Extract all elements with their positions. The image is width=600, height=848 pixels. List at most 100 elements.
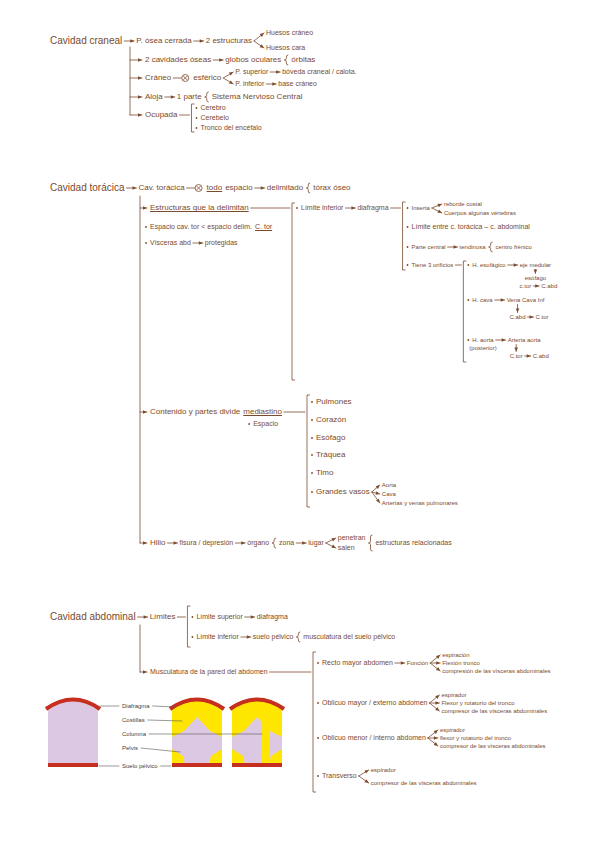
curly-brace — [489, 242, 493, 252]
concept-text: diafragma — [257, 613, 288, 621]
concept-text: P. superior — [235, 68, 268, 76]
concept-text: C.abd — [533, 353, 549, 360]
arrow-head — [530, 315, 534, 319]
arrow-head — [138, 95, 142, 99]
arrow-head — [276, 70, 280, 74]
arrow-line — [284, 412, 305, 413]
concept-text: 2 cavidades óseas — [145, 55, 211, 64]
concept-text: protegidas — [205, 239, 238, 247]
bullet-dot — [407, 264, 409, 266]
concept-text: Cav. torácica — [138, 183, 184, 192]
bullet-dot — [467, 339, 469, 341]
arrow-line — [391, 208, 401, 209]
concept-text: eje medular — [520, 262, 551, 269]
bullet-dot — [145, 242, 147, 244]
bone-wall — [232, 700, 282, 765]
list-bracket — [403, 202, 406, 270]
concept-text: musculatura del suelo pélvico — [303, 633, 395, 641]
concept-text: Límites — [150, 612, 176, 621]
arrow-head — [514, 348, 518, 352]
arrow-line — [251, 208, 290, 209]
arrow-head — [260, 44, 264, 48]
concept-text: todo — [207, 183, 223, 192]
arrow-head — [438, 210, 442, 213]
concept-text: Límite inferior — [196, 633, 238, 641]
concept-text: Límite superior — [196, 613, 242, 621]
concept-text: suelo pélvico — [253, 633, 293, 641]
concept-text: Espacio cav. tor < espacio delim. — [150, 223, 252, 231]
arrow-head — [144, 615, 148, 619]
concept-text: esófago — [525, 275, 546, 282]
arrow-head — [514, 263, 518, 267]
arrow-head — [535, 284, 539, 288]
concept-text: Corazón — [316, 415, 346, 424]
not-symbol — [195, 185, 202, 192]
concept-text: Tráquea — [316, 450, 346, 459]
not-symbol — [182, 75, 189, 82]
concept-text: C.abd — [541, 283, 557, 290]
arrow-head — [138, 113, 142, 117]
arrow-head — [143, 410, 147, 414]
concept-text: diafragma — [357, 204, 388, 212]
arrow-line — [254, 41, 264, 48]
concept-text: Vena Cava Inf — [507, 297, 545, 304]
curly-brace — [306, 183, 310, 193]
diaphragm — [170, 700, 224, 710]
concept-text: Inserta — [412, 205, 430, 212]
arrow-head — [247, 635, 251, 639]
arrow-line — [187, 188, 195, 189]
arrow-head — [436, 667, 440, 671]
concept-text: Flexor y rotatorio del tronco — [441, 700, 514, 707]
arrow-head — [251, 615, 255, 619]
arrow-head — [200, 39, 204, 43]
arrow-head — [435, 701, 439, 705]
bullet-dot — [311, 454, 313, 456]
concept-text: compresión de las vísceras abdominales — [442, 668, 550, 675]
concept-text: C.tor — [536, 314, 549, 321]
bullet-dot — [317, 775, 319, 777]
concept-text: Oblicuo menor / interno abdomen — [322, 734, 426, 742]
arrow-line — [429, 703, 439, 711]
concept-text: flexor y rotatorio del tronco — [440, 735, 511, 742]
concept-text: Parte central — [412, 244, 446, 251]
concept-text: P. inferior — [235, 80, 264, 88]
concept-text: H. esofágico — [472, 262, 505, 269]
arrow-head — [302, 541, 306, 545]
arrow-line — [455, 265, 461, 266]
arrow-head — [434, 730, 438, 734]
figure-label: Columna — [122, 731, 146, 738]
arrow-head — [229, 80, 233, 84]
concept-text: Timo — [316, 468, 333, 477]
arrow-head — [401, 661, 405, 665]
arrow-head — [272, 82, 276, 86]
concept-text: espiración — [442, 652, 469, 659]
concept-text: esférico — [193, 73, 221, 82]
arrow-head — [260, 33, 264, 37]
concept-text: Huesos cráneo — [266, 29, 313, 37]
list-bracket — [191, 104, 194, 132]
arrow-head — [376, 485, 380, 489]
curly-brace — [368, 535, 372, 551]
arrow-line — [430, 655, 440, 663]
arrow-line — [223, 72, 233, 78]
bullet-dot — [192, 616, 194, 618]
bullet-dot — [196, 107, 198, 109]
cavity-figure — [46, 700, 100, 768]
concept-text: Esófago — [316, 433, 345, 442]
arrow-line — [372, 485, 380, 492]
figure-label: Diafragma — [122, 703, 150, 710]
section-heading: Cavidad craneal — [50, 35, 122, 47]
bullet-dot — [407, 246, 409, 248]
arrow-head — [435, 695, 439, 699]
concept-text: lugar — [308, 539, 324, 547]
arrow-head — [143, 670, 147, 674]
concept-text: bóveda craneal / calota. — [282, 68, 356, 76]
diaphragm — [230, 700, 284, 710]
concept-text: Cuerpos algunas vértebras — [444, 210, 516, 217]
arrow-head — [527, 354, 531, 358]
arrow-head — [436, 655, 440, 659]
arrow-head — [516, 309, 520, 313]
bullet-dot — [145, 226, 147, 228]
arrow-line — [432, 204, 442, 208]
concept-text: Ocupada — [145, 110, 177, 119]
